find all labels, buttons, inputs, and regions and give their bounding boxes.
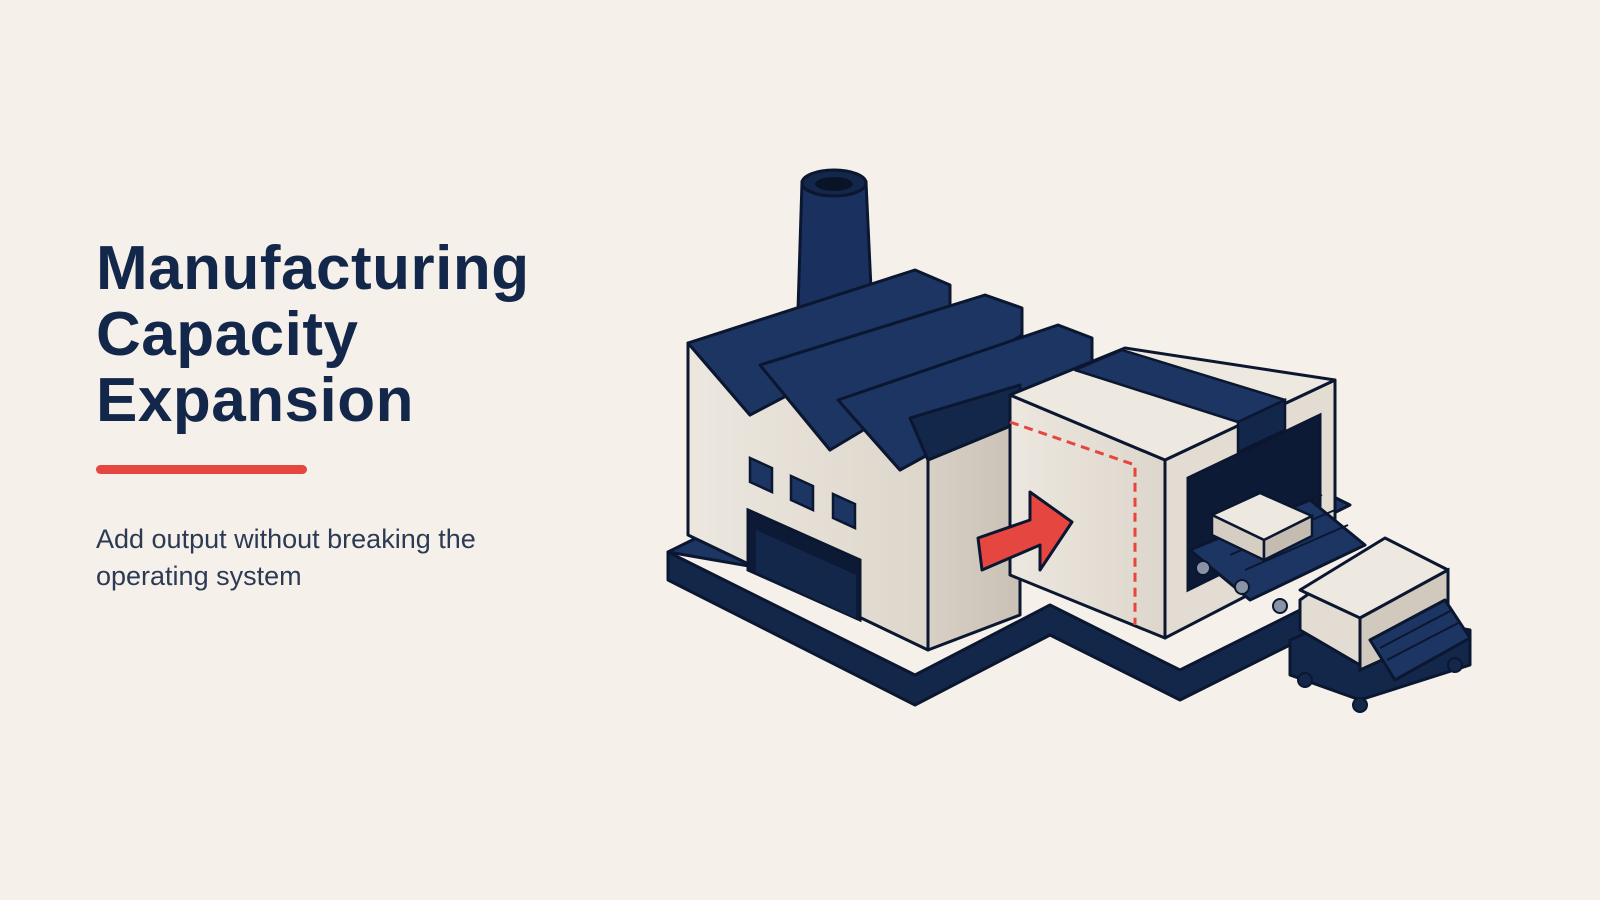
- title-line-2: Capacity: [96, 300, 359, 369]
- sawtooth-roof-icon: [686, 268, 1094, 472]
- slide-subtitle: Add output without breaking the operatin…: [96, 524, 476, 591]
- factory-windows: [748, 456, 857, 530]
- title-line-1: Manufacturing: [96, 234, 530, 303]
- expansion-arrow-icon: [976, 490, 1074, 572]
- expansion-building: [1008, 346, 1337, 640]
- loading-door: [746, 507, 862, 623]
- title-block: Manufacturing Capacity Expansion: [96, 236, 616, 434]
- product-box-icon: [1210, 491, 1314, 563]
- factory-expansion-icon: [666, 168, 1472, 713]
- title-line-3: Expansion: [96, 366, 415, 435]
- slide-title: Manufacturing Capacity Expansion: [96, 236, 616, 434]
- accent-divider: [96, 465, 307, 474]
- output-module: [1288, 536, 1472, 713]
